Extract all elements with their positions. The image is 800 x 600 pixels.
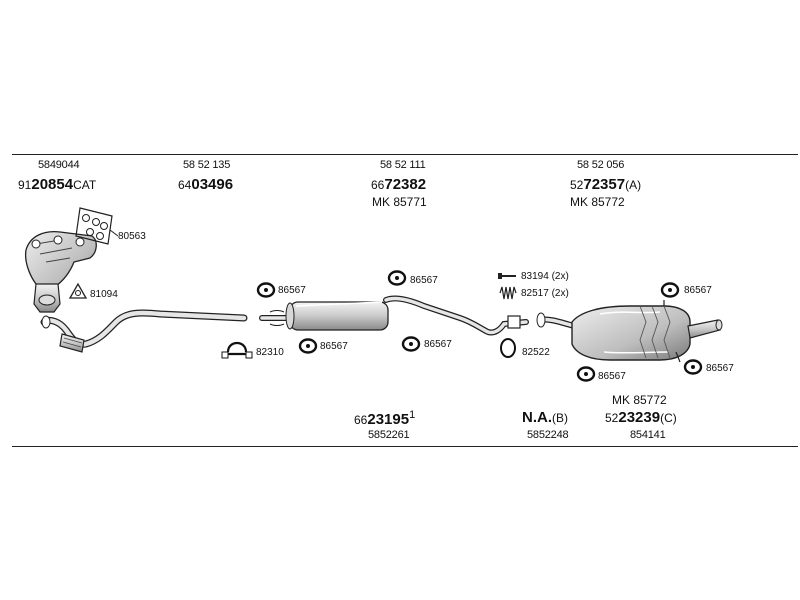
bottom3-prefix: 52 (605, 411, 619, 425)
bottom3-part-number[interactable]: 5223239(C) (605, 410, 677, 425)
callout-86567-f: 86567 (598, 371, 626, 382)
group3-part-number[interactable]: 6672382 (371, 177, 426, 192)
group1-ref: 5849044 (38, 159, 80, 171)
bottom3-suffix: (C) (660, 411, 677, 425)
group4-main: 72357 (583, 176, 626, 193)
callout-86567-e: 86567 (684, 285, 712, 296)
bottom1-main: 23195 (367, 411, 410, 428)
seal-ring-icon[interactable] (68, 282, 88, 299)
rubber-hanger-icon[interactable] (576, 366, 596, 382)
group3-ref: 58 52 111 (380, 159, 426, 171)
top-divider (12, 154, 798, 155)
spring-icon[interactable] (499, 286, 517, 300)
group4-prefix: 52 (570, 178, 584, 192)
callout-82310: 82310 (256, 347, 284, 358)
bottom2-main: N.A. (522, 409, 552, 426)
group1-prefix: 91 (18, 178, 32, 192)
group1-main: 20854 (31, 176, 74, 193)
callout-86567-g: 86567 (706, 363, 734, 374)
catalytic-converter-icon[interactable] (33, 283, 61, 313)
seal-ring-icon[interactable] (500, 338, 516, 358)
group2-ref: 58 52 135 (183, 159, 231, 171)
middle-silencer-icon[interactable] (259, 301, 389, 331)
callout-86567-d: 86567 (424, 339, 452, 350)
group3-mk: MK 85771 (372, 195, 427, 209)
bottom2-part-number[interactable]: N.A.(B) (522, 410, 568, 425)
exhaust-manifold-icon[interactable] (24, 230, 97, 301)
group2-main: 03496 (191, 176, 234, 193)
bottom1-suffix: 1 (409, 409, 416, 421)
group3-prefix: 66 (371, 178, 385, 192)
group1-part-number[interactable]: 9120854CAT (18, 177, 96, 192)
bottom1-part-number[interactable]: 66231951 (354, 409, 416, 428)
callout-82522: 82522 (522, 347, 550, 358)
front-pipe-icon[interactable] (40, 309, 248, 353)
bottom3-main: 23239 (618, 409, 661, 426)
group3-main: 72382 (384, 176, 427, 193)
rubber-hanger-icon[interactable] (660, 282, 680, 298)
group4-mk: MK 85772 (570, 195, 625, 209)
group1-suffix: CAT (73, 178, 97, 192)
rubber-hanger-icon[interactable] (256, 282, 276, 298)
group2-part-number[interactable]: 6403496 (178, 177, 233, 192)
gasket-icon[interactable] (75, 207, 119, 245)
bottom3-mk: MK 85772 (612, 393, 667, 407)
group2-prefix: 64 (178, 178, 192, 192)
callout-83194: 83194 (2x) (521, 271, 569, 282)
rubber-hanger-icon[interactable] (401, 336, 421, 352)
callout-86567-c: 86567 (410, 275, 438, 286)
callout-86567-a: 86567 (278, 285, 306, 296)
callout-86567-b: 86567 (320, 341, 348, 352)
bottom-divider (12, 446, 798, 447)
bottom2-suffix: (B) (552, 411, 568, 425)
group4-part-number[interactable]: 5272357(A) (570, 177, 641, 192)
bottom2-ref: 5852248 (527, 429, 569, 441)
bottom1-ref: 5852261 (368, 429, 410, 441)
clamp-icon[interactable] (221, 341, 253, 359)
callout-80563: 80563 (118, 231, 146, 242)
callout-81094: 81094 (90, 289, 118, 300)
bottom1-prefix: 66 (354, 413, 368, 427)
bolt-icon[interactable] (498, 273, 516, 279)
bottom3-ref: 854141 (630, 429, 666, 441)
group4-ref: 58 52 056 (577, 159, 625, 171)
rear-silencer-icon[interactable] (536, 300, 723, 363)
intermediate-pipe-icon[interactable] (383, 295, 529, 336)
rubber-hanger-icon[interactable] (387, 270, 407, 286)
rubber-hanger-icon[interactable] (683, 359, 703, 375)
callout-82517: 82517 (2x) (521, 288, 569, 299)
group4-suffix: (A) (625, 178, 642, 192)
rubber-hanger-icon[interactable] (298, 338, 318, 354)
